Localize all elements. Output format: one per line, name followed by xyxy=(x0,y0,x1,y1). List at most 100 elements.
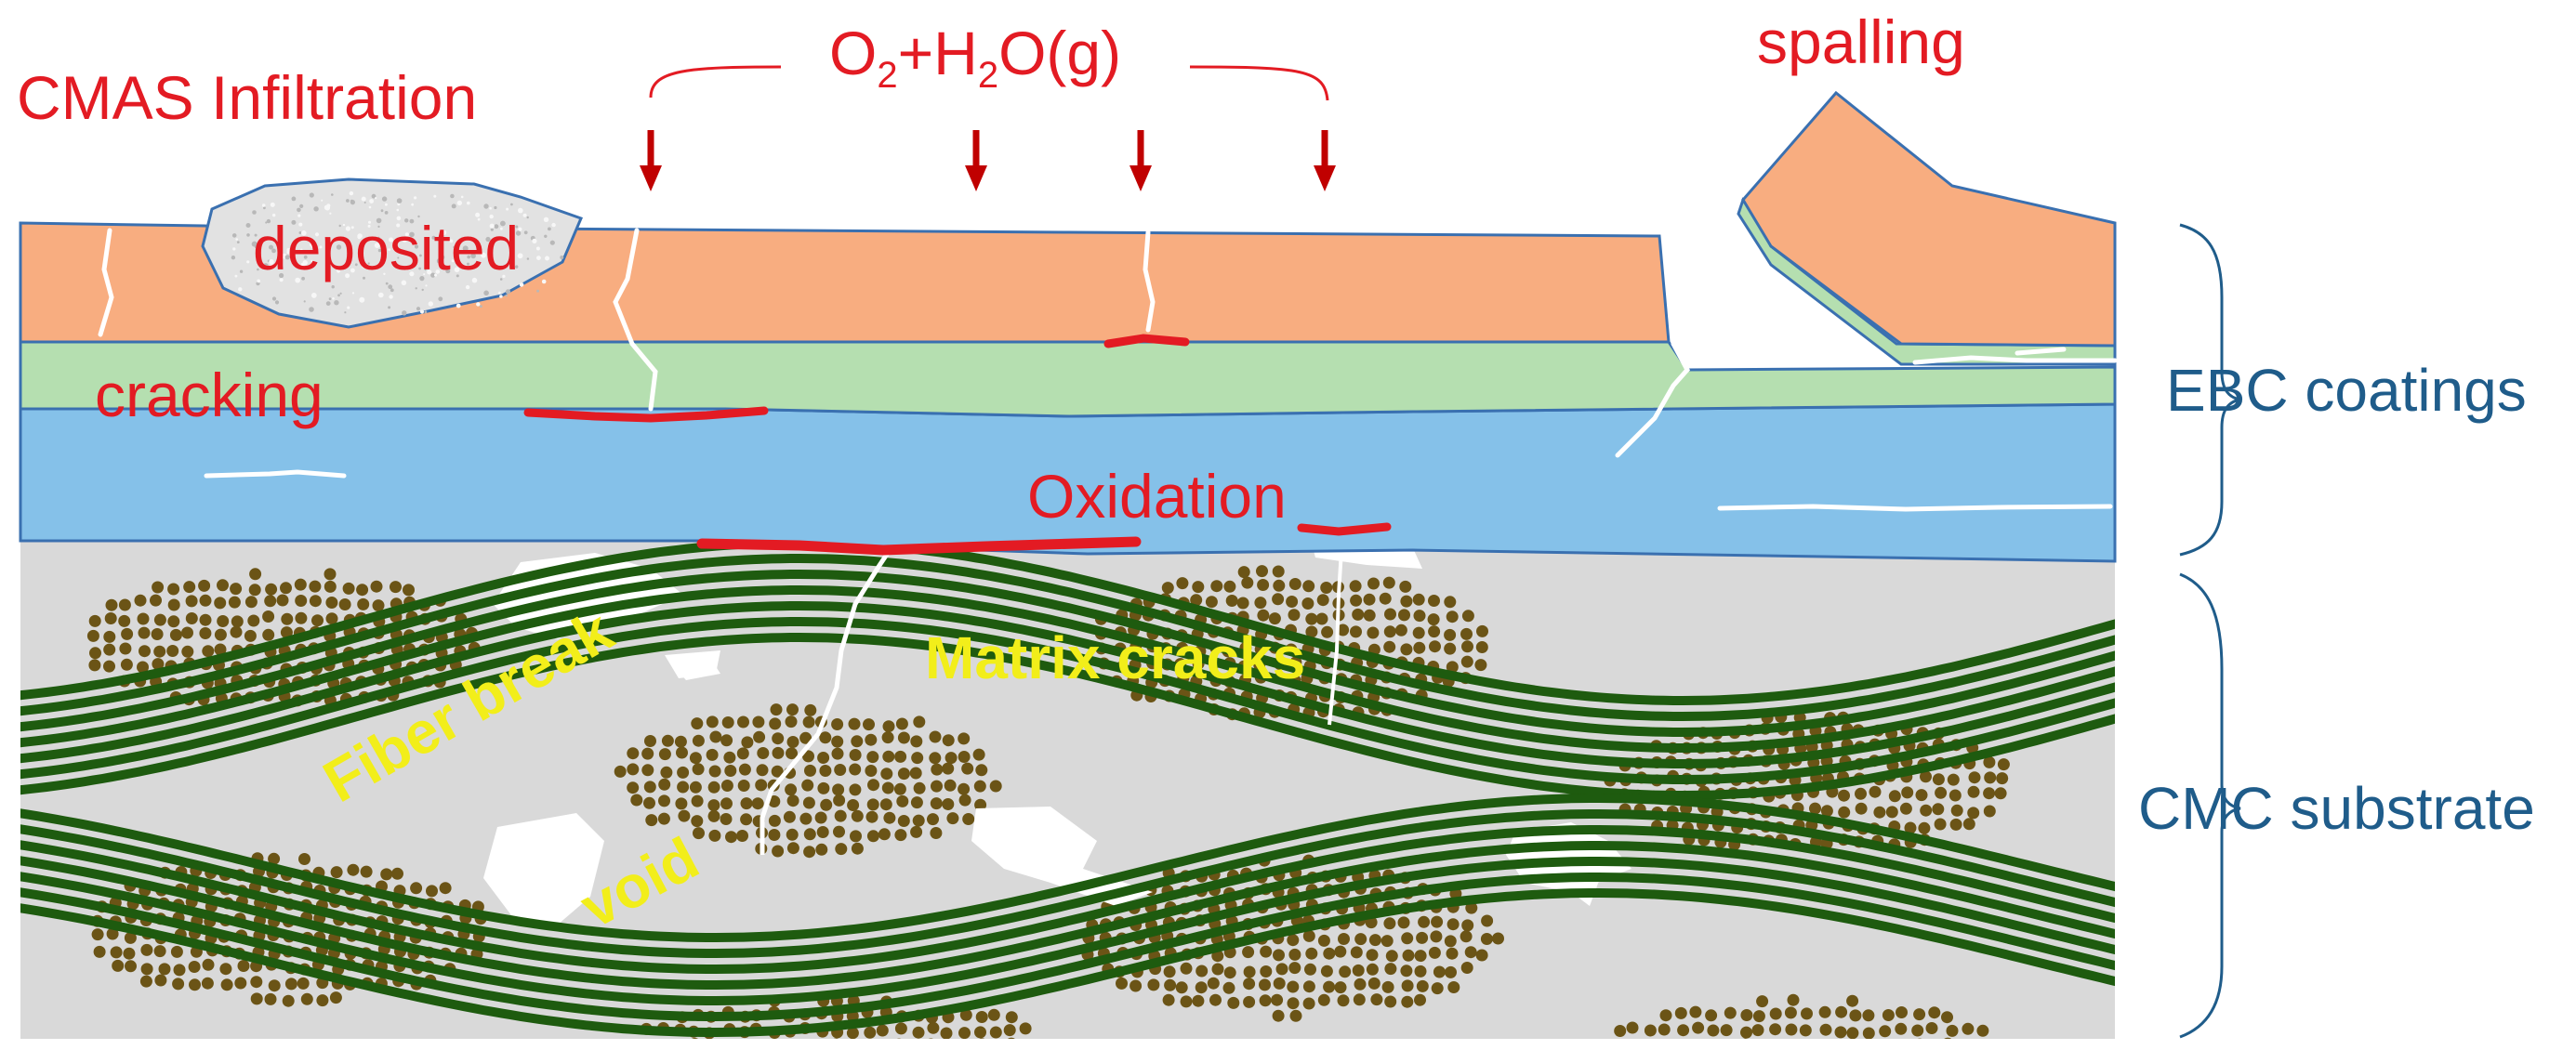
fiber-dot xyxy=(944,1042,956,1054)
speckle xyxy=(236,241,240,243)
speckle xyxy=(350,226,354,230)
speckle xyxy=(475,212,481,217)
speckle xyxy=(396,216,402,221)
fiber-strand xyxy=(20,857,2115,1005)
fiber-dot xyxy=(851,842,864,855)
fiber-dot xyxy=(1195,981,1208,994)
fiber-dot xyxy=(931,780,943,793)
speckle xyxy=(519,282,524,287)
gas-label-sub2: 2 xyxy=(978,55,998,96)
fiber-dot xyxy=(880,768,893,781)
fiber-dot xyxy=(882,750,895,763)
fiber-dot xyxy=(214,628,227,641)
fiber-strand xyxy=(20,794,2115,942)
fiber-dot xyxy=(198,579,211,592)
fiber-dot xyxy=(689,781,702,794)
fiber-dot xyxy=(1818,1005,1831,1018)
fiber-dot xyxy=(324,568,337,581)
fiber-dot xyxy=(801,1041,813,1053)
speckle xyxy=(389,237,393,243)
fiber-dot xyxy=(1257,609,1270,622)
fiber-dot xyxy=(1949,818,1962,831)
speckle xyxy=(325,301,331,306)
fiber-dot xyxy=(1476,624,1488,637)
fiber-dot xyxy=(1288,948,1301,961)
fiber-dot xyxy=(137,661,149,674)
speckle xyxy=(346,240,351,246)
speckle xyxy=(279,265,284,269)
fiber-dot xyxy=(329,991,342,1004)
speckle xyxy=(560,256,564,259)
fiber-dot xyxy=(1918,821,1931,834)
fiber-bundle xyxy=(1614,993,1989,1063)
fiber-dot xyxy=(1302,980,1315,993)
fiber-dot xyxy=(1225,595,1238,607)
speckle xyxy=(505,294,508,297)
fiber-dot xyxy=(706,748,719,761)
fiber-dot xyxy=(167,583,180,596)
fiber-dot xyxy=(783,1040,795,1052)
fiber-dot xyxy=(879,798,892,811)
speckle xyxy=(361,196,366,202)
speckle xyxy=(339,292,342,295)
fiber-dot xyxy=(1180,995,1193,1008)
speckle xyxy=(334,300,339,306)
speckle xyxy=(515,230,522,236)
fiber-dot xyxy=(1367,577,1380,590)
fiber-dot xyxy=(268,979,281,992)
fiber-dot xyxy=(1397,916,1410,929)
fiber-dot xyxy=(1288,578,1301,590)
fiber-dot xyxy=(738,763,751,776)
fiber-dot xyxy=(1693,1058,1705,1063)
fiber-dot xyxy=(1259,994,1272,1007)
fiber-dot xyxy=(691,794,704,807)
fiber-dot xyxy=(1430,930,1443,943)
fiber-dot xyxy=(659,1040,671,1052)
fiber-dot xyxy=(1243,978,1256,991)
fiber-dot xyxy=(675,797,688,810)
speckle xyxy=(368,205,372,209)
fiber-dot xyxy=(832,783,845,796)
fiber-dot xyxy=(300,992,313,1005)
fiber-dot xyxy=(987,1008,1000,1021)
fiber-dot xyxy=(1398,609,1410,622)
fiber-dot xyxy=(152,581,165,594)
fiber-dot xyxy=(1674,1006,1687,1019)
fiber-dot xyxy=(910,735,923,748)
fiber-dot xyxy=(138,626,151,639)
fiber-dot xyxy=(1259,978,1271,991)
speckle xyxy=(424,224,429,229)
fiber-dot xyxy=(1237,566,1250,579)
fiber-dot xyxy=(280,582,292,595)
speckle xyxy=(369,199,374,203)
speckle xyxy=(483,203,489,209)
fiber-dot xyxy=(1801,1007,1813,1020)
fiber-dot xyxy=(927,1021,940,1034)
fiber-dot xyxy=(1983,787,1996,800)
speckle xyxy=(409,218,415,224)
cmc-brace xyxy=(2179,572,2241,1039)
fiber-dot xyxy=(707,799,720,812)
fiber-dot xyxy=(201,977,214,990)
fiber-dot xyxy=(1708,1041,1720,1053)
fiber-dot xyxy=(1614,1025,1627,1037)
speckle xyxy=(411,203,414,206)
speckle xyxy=(483,290,489,296)
fiber-dot xyxy=(1223,580,1236,593)
fiber-dot xyxy=(894,750,907,763)
fiber-dot xyxy=(1384,995,1397,1008)
fiber-dot xyxy=(1320,965,1333,978)
fiber-dot xyxy=(786,747,798,760)
fiber-dot xyxy=(91,928,104,941)
fiber-dot xyxy=(356,584,369,597)
fiber-dot xyxy=(1816,1041,1828,1053)
fiber-dot xyxy=(103,630,116,643)
fiber-dot xyxy=(911,1054,923,1063)
speckle xyxy=(377,225,380,228)
fiber-dot xyxy=(183,581,196,594)
fiber-dot xyxy=(88,659,101,672)
fiber-dot xyxy=(1394,623,1407,636)
cmas-deposit: deposited xyxy=(201,177,584,329)
fiber-dot xyxy=(125,960,137,973)
fiber-dot xyxy=(706,715,719,728)
